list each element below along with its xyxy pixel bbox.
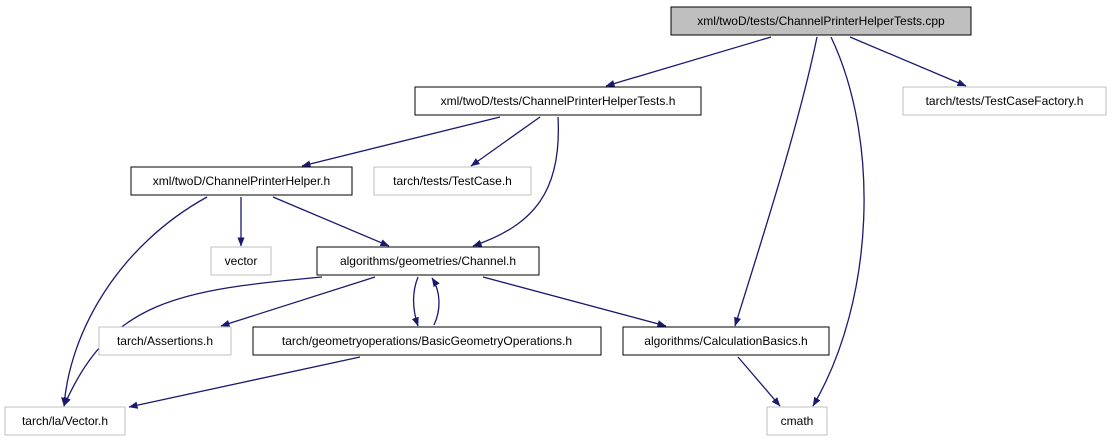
edge-printerhelper-to-channel (272, 196, 390, 247)
edge-printerhelper-to-lavector (61, 196, 208, 407)
node-label: tarch/Assertions.h (117, 334, 213, 348)
node-calcbasics[interactable]: algorithms/CalculationBasics.h (622, 326, 830, 356)
node-box (98, 326, 232, 356)
node-label: tarch/geometryoperations/BasicGeometryOp… (282, 334, 572, 348)
node-basicgeom[interactable]: tarch/geometryoperations/BasicGeometryOp… (252, 326, 602, 356)
edge-tests_h-to-channel (472, 116, 560, 247)
node-box (4, 406, 126, 436)
node-label: xml/twoD/ChannelPrinterHelper.h (153, 174, 330, 188)
edge-channel-to-basicgeom (411, 276, 419, 327)
node-cmath: cmath (766, 406, 828, 436)
node-label: xml/twoD/tests/ChannelPrinterHelperTests… (697, 14, 945, 28)
edge-root-to-calcbasics (734, 36, 818, 327)
node-box (373, 166, 532, 196)
node-box (670, 6, 972, 36)
edge-root-to-tests_h (605, 36, 772, 88)
node-testcase: tarch/tests/TestCase.h (373, 166, 532, 196)
node-root[interactable]: xml/twoD/tests/ChannelPrinterHelperTests… (670, 6, 972, 36)
node-assertions: tarch/Assertions.h (98, 326, 232, 356)
node-box (902, 86, 1107, 116)
node-printerhelper[interactable]: xml/twoD/ChannelPrinterHelper.h (130, 166, 353, 196)
edge-channel-to-lavector (63, 276, 323, 407)
edge-tests_h-to-testcase (470, 116, 541, 167)
node-box (414, 86, 702, 116)
node-label: tarch/tests/TestCaseFactory.h (926, 94, 1084, 108)
node-label: tarch/la/Vector.h (22, 414, 108, 428)
edge-calcbasics-to-cmath (737, 356, 781, 407)
node-label: algorithms/CalculationBasics.h (644, 334, 807, 348)
node-testcasefactory: tarch/tests/TestCaseFactory.h (902, 86, 1107, 116)
node-label: vector (225, 254, 258, 268)
edge-basicgeom-to-lavector (128, 356, 361, 409)
edges-layer (61, 36, 967, 409)
node-box (252, 326, 602, 356)
node-label: xml/twoD/tests/ChannelPrinterHelperTests… (441, 94, 676, 108)
node-label: tarch/tests/TestCase.h (393, 174, 512, 188)
node-box (316, 246, 540, 276)
edge-root-to-cmath (812, 36, 865, 407)
node-tests_h[interactable]: xml/twoD/tests/ChannelPrinterHelperTests… (414, 86, 702, 116)
node-lavector: tarch/la/Vector.h (4, 406, 126, 436)
edge-tests_h-to-printerhelper (301, 116, 501, 168)
edge-channel-to-calcbasics (482, 276, 667, 328)
node-vector: vector (210, 246, 272, 276)
edge-channel-to-assertions (220, 276, 376, 327)
node-box (766, 406, 828, 436)
edge-root-to-testcasefactory (849, 36, 967, 87)
node-label: cmath (781, 414, 814, 428)
node-channel[interactable]: algorithms/geometries/Channel.h (316, 246, 540, 276)
node-box (210, 246, 272, 276)
node-box (130, 166, 353, 196)
nodes-layer: xml/twoD/tests/ChannelPrinterHelperTests… (4, 6, 1107, 436)
node-box (622, 326, 830, 356)
node-label: algorithms/geometries/Channel.h (340, 254, 516, 268)
edge-basicgeom-to-channel (431, 277, 440, 326)
